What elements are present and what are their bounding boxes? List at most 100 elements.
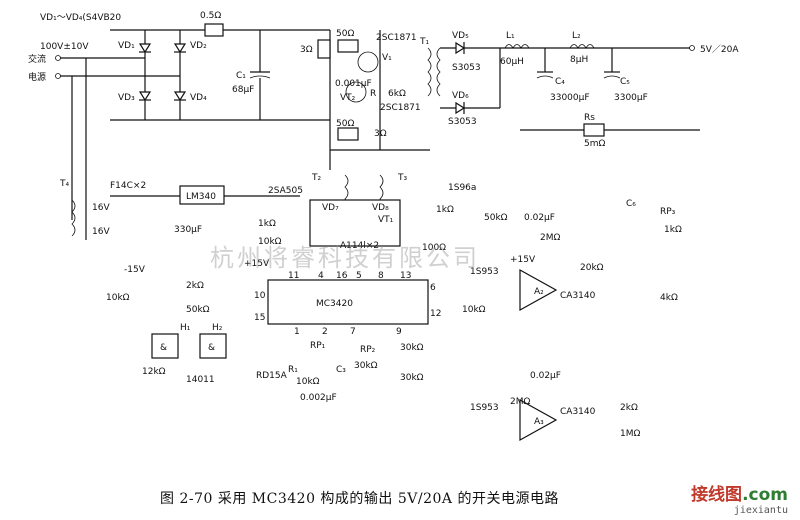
mains-input: 100V±10V 交流 电源 [28,42,110,240]
label-d1s96: 1S96a [448,183,476,193]
label-r1m: 1MΩ [620,429,640,439]
label-pin7: 7 [350,327,356,337]
label-c1v: 68μF [232,85,254,95]
label-t4v2: 16V [92,227,110,237]
label-l1: L₁ [506,31,515,41]
label-t1: T₁ [419,37,429,47]
label-r2m: 2MΩ [540,233,560,243]
label-v1: V₁ [382,53,392,63]
label-vd3: VD₃ [118,93,135,103]
label-rd15: RD15A [256,371,288,381]
label-l2v: 8μH [570,55,588,65]
label-s3053b: S3053 [448,117,477,127]
label-r10k2: 10kΩ [106,293,130,303]
label-rp3: RP₃ [660,207,676,217]
label-r10k1: 10kΩ [258,237,282,247]
mc3420-controller: MC3420 11 4 16 5 8 13 10 6 15 1 2 7 9 12 [254,271,441,337]
logo-suffix: .com [742,485,788,505]
label-r1k3: 1kΩ [664,225,682,235]
label-r6k: 6kΩ [388,89,406,99]
timing-components: RP₁ R₁ 10kΩ C₃ 0.002μF RP₂ 30kΩ 30kΩ 30k… [288,341,424,403]
logo-brand-text: 接线图 [691,485,743,505]
label-q1: 2SC1871 [376,33,417,43]
label-c1: C₁ [236,71,246,81]
label-vd1: VD₁ [118,41,135,51]
label-r3b: 3Ω [374,129,387,139]
label-r30k1: 30kΩ [354,361,378,371]
label-rp2: RP₂ [360,345,376,355]
label-ac1: 交流 [28,53,46,65]
logo-site: jiexiantu [733,505,788,516]
label-r-05: 0.5Ω [200,11,221,21]
label-r100: 100Ω [422,243,446,253]
label-vin: 100V±10V [40,42,89,52]
label-c002: 0.02μF [524,213,555,223]
label-r10k4: 10kΩ [296,377,320,387]
label-c4v: 33000μF [550,93,590,103]
site-logo: 接线图.com jiexiantu [691,480,788,516]
label-vd2: VD₂ [190,41,207,51]
label-v15n: -15V [124,265,146,275]
label-c5v: 3300μF [614,93,648,103]
label-vt: VT₁ [378,215,394,225]
label-c5: C₅ [620,77,630,87]
label-d1s953a: 1S953 [470,267,499,277]
supply-rails: -15V +15V +15V 10kΩ 2kΩ 50kΩ [106,255,536,315]
drive-transformers: T₂ T₃ 2SA505 VD₇ VD₈ VT₁ 1kΩ 10kΩ A114l×… [258,173,446,253]
label-f14c: F14C×2 [110,181,146,191]
label-c0001: 0.001μF [335,79,372,89]
label-pin5: 5 [356,271,362,281]
label-vd6: VD₆ [452,91,469,101]
feedback-network: C₆ RP₃ 1kΩ 4kΩ [626,199,682,303]
label-r3: 3Ω [300,45,313,55]
label-lm340: LM340 [186,192,216,202]
nand-gates: & & H₁ H₂ 12kΩ 14011 RD15A [142,323,288,385]
label-pin9: 9 [396,327,402,337]
output-transformer-t1: T₁ [419,37,441,97]
label-vd4: VD₄ [190,93,207,103]
label-r12k: 12kΩ [142,367,166,377]
label-pin13: 13 [400,271,411,281]
label-t4: T₄ [59,179,69,189]
label-pin16: 16 [336,271,348,281]
figure-caption: 图 2-70 采用 MC3420 构成的输出 5V/20A 的开关电源电路 [160,491,559,507]
switch-transistors: 3Ω 50Ω 2SC1871 V₁ 0.001μF VT₂ R 6kΩ 2SC1… [300,29,430,170]
label-t4v1: 16V [92,203,110,213]
label-a14: A114l×2 [340,241,379,251]
label-q3: 2SA505 [268,186,303,196]
label-pin8: 8 [378,271,384,281]
label-l1v: 60μH [500,57,524,67]
label-pin15: 15 [254,313,265,323]
label-a3: A₃ [534,417,544,427]
label-output: 5V／20A [700,44,739,55]
label-pin11: 11 [288,271,299,281]
label-s3053a: S3053 [452,63,481,73]
label-c330: 330μF [174,225,202,235]
label-h1: H₁ [180,323,191,333]
label-rp1: RP₁ [310,341,326,351]
label-vd5: VD₅ [452,31,469,41]
label-ac2: 电源 [28,71,46,83]
label-rsv: 5mΩ [584,139,605,149]
watermark-text: 杭州将睿科技有限公司 [210,244,480,272]
label-vd8: VD₈ [372,203,389,213]
label-pin1: 1 [294,327,300,337]
label-r50b: 50Ω [336,119,354,129]
label-cs: C₃ [336,365,346,375]
input-filter: 0.5Ω C₁ 68μF [200,11,330,121]
logo-brand: 接线图.com [691,480,788,505]
label-ca3140b: CA3140 [560,407,596,417]
label-r10k3: 10kΩ [462,305,486,315]
aux-supply: T₄ 16V 16V F14C×2 LM340 330μF [59,179,300,237]
label-c4: C₄ [555,77,565,87]
label-r4k: 4kΩ [660,293,678,303]
label-pin12: 12 [430,309,441,319]
label-v15p2: +15V [510,255,536,265]
label-r1k1: 1kΩ [258,219,276,229]
label-v15p: +15V [244,259,270,269]
label-pin10: 10 [254,291,266,301]
label-r: R [370,89,376,99]
label-r2k2: 2kΩ [620,403,638,413]
label-r1: R₁ [288,365,298,375]
